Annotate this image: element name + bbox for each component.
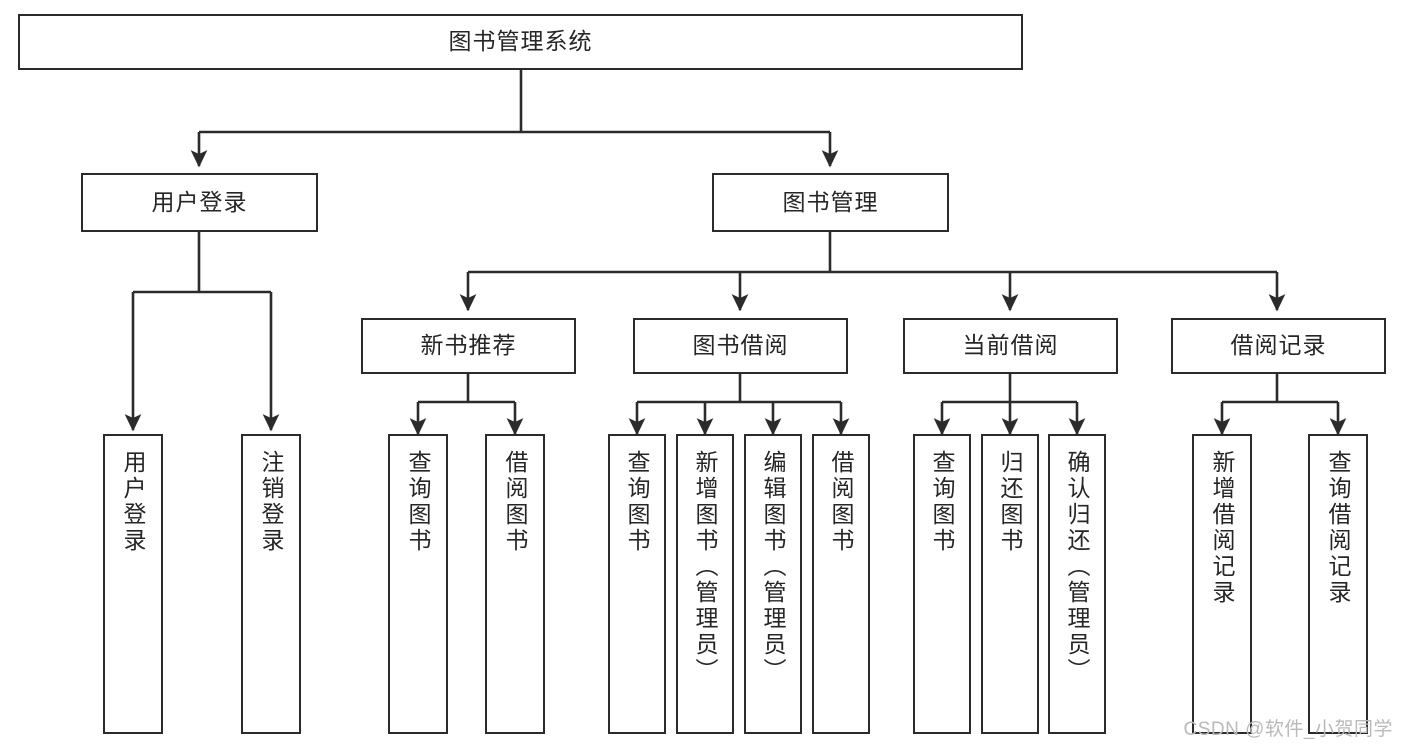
leaf-current-query-book[interactable]: 查询图书	[913, 434, 971, 734]
node-label: 查询借阅记录	[1325, 450, 1351, 606]
leaf-recommend-query-book[interactable]: 查询图书	[388, 434, 448, 734]
leaf-recommend-borrow-book[interactable]: 借阅图书	[485, 434, 545, 734]
node-label: 新增借阅记录	[1209, 450, 1235, 606]
leaf-record-add-borrow-record[interactable]: 新增借阅记录	[1192, 434, 1252, 734]
node-current-borrow[interactable]: 当前借阅	[903, 318, 1118, 374]
node-user-login[interactable]: 用户登录	[81, 173, 318, 232]
node-label: 借阅图书	[828, 450, 854, 554]
node-label: 查询图书	[624, 450, 650, 554]
node-label: 借阅图书	[502, 450, 528, 554]
node-label: 图书借阅	[692, 332, 789, 359]
leaf-current-confirm-return-admin[interactable]: 确认归还（管理员）	[1048, 434, 1106, 734]
node-label: 图书管理系统	[448, 28, 593, 55]
node-label: 用户登录	[120, 450, 146, 554]
node-label: 新书推荐	[420, 332, 517, 359]
node-borrow-record[interactable]: 借阅记录	[1171, 318, 1386, 374]
node-label: 查询图书	[405, 450, 431, 554]
leaf-record-query-borrow-record[interactable]: 查询借阅记录	[1308, 434, 1368, 734]
node-label: 注销登录	[258, 450, 284, 554]
node-book-borrow[interactable]: 图书借阅	[633, 318, 848, 374]
node-label: 图书管理	[782, 188, 879, 215]
node-root-book-management-system[interactable]: 图书管理系统	[18, 14, 1023, 70]
node-label: 归还图书	[997, 450, 1023, 554]
node-label: 用户登录	[151, 188, 248, 215]
node-label: 确认归还（管理员）	[1064, 450, 1090, 684]
node-new-book-recommendation[interactable]: 新书推荐	[361, 318, 576, 374]
node-label: 编辑图书（管理员）	[760, 450, 786, 684]
node-label: 当前借阅	[962, 332, 1059, 359]
leaf-user-logout[interactable]: 注销登录	[241, 434, 301, 734]
leaf-user-login[interactable]: 用户登录	[103, 434, 163, 734]
leaf-borrow-borrow-book[interactable]: 借阅图书	[812, 434, 870, 734]
leaf-borrow-edit-book-admin[interactable]: 编辑图书（管理员）	[744, 434, 802, 734]
leaf-borrow-add-book-admin[interactable]: 新增图书（管理员）	[676, 434, 734, 734]
node-label: 新增图书（管理员）	[692, 450, 718, 684]
node-label: 查询图书	[929, 450, 955, 554]
leaf-current-return-book[interactable]: 归还图书	[981, 434, 1039, 734]
leaf-borrow-query-book[interactable]: 查询图书	[608, 434, 666, 734]
csdn-watermark: CSDN @软件_小贺同学	[1183, 719, 1393, 740]
node-book-management[interactable]: 图书管理	[712, 173, 949, 232]
node-label: 借阅记录	[1230, 332, 1327, 359]
